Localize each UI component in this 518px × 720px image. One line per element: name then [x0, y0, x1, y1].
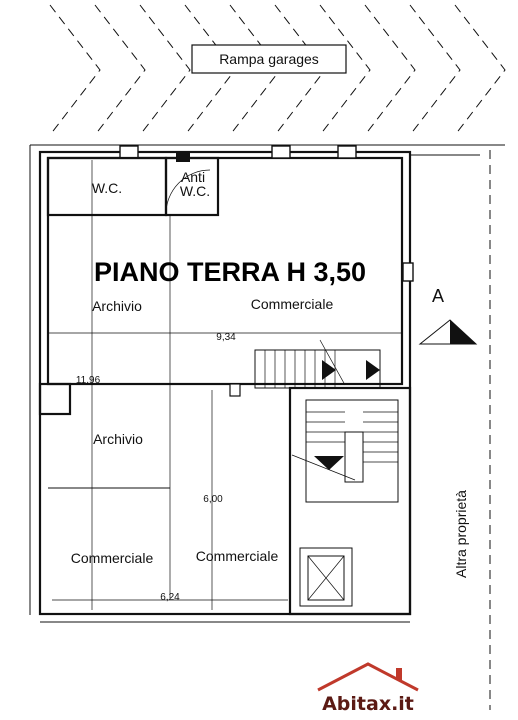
interior-wall-upper [46, 156, 404, 386]
dimension-height-mid: 6,00 [203, 494, 223, 505]
antiwc-room [164, 156, 220, 217]
room-label-antiwc-1: Anti [181, 169, 205, 185]
dimension-width-top: 9,34 [216, 332, 236, 343]
stair-treads [264, 350, 336, 388]
stair-arrow-icon [322, 360, 336, 380]
ramp-label-box [191, 44, 347, 74]
wall-notch [38, 382, 72, 416]
logo-roof-icon [317, 662, 419, 692]
elevator-cross [307, 555, 345, 601]
pillar [119, 145, 139, 159]
stair-core [344, 431, 364, 483]
elevator-car [307, 555, 345, 601]
ramp-label: Rampa garages [219, 51, 319, 67]
section-marker-label: A [432, 286, 444, 306]
door-swing [165, 169, 211, 216]
pillar [337, 145, 357, 159]
logo-chimney-icon [396, 668, 402, 680]
pillar [271, 145, 291, 159]
room-label-wc: W.C. [92, 180, 122, 196]
door-marker [176, 152, 190, 162]
stairwell-wall [288, 386, 412, 616]
room-label-antiwc-2: W.C. [180, 183, 210, 199]
room-label-commerciale-bottom-right: Commerciale [196, 548, 279, 564]
neighbor-label: Altra proprietà [453, 490, 469, 578]
abitax-logo: Abitax.it [317, 662, 419, 715]
room-label-archivio-mid: Archivio [93, 431, 143, 447]
dimension-width-bottom: 6,24 [160, 592, 180, 603]
elevator-shaft [299, 547, 353, 607]
pillar [402, 262, 414, 282]
stair-arrow-down-icon [314, 456, 344, 470]
stair-direction-line [319, 339, 346, 386]
pillar [229, 383, 241, 397]
stair-lower [305, 399, 399, 503]
stair-direction-line [291, 454, 356, 481]
section-marker-fill [450, 320, 476, 344]
stair-treads-lower [306, 411, 398, 463]
room-label-archivio-top: Archivio [92, 298, 142, 314]
room-label-commerciale-bottom-left: Commerciale [71, 550, 154, 566]
logo-text: Abitax.it [322, 693, 414, 715]
floor-title: PIANO TERRA H 3,50 [94, 257, 366, 287]
stair-upper [254, 349, 381, 389]
room-label-commerciale-top: Commerciale [251, 296, 334, 312]
stair-arrow-icon [366, 360, 380, 380]
dimension-height-left: 11,96 [76, 375, 101, 386]
